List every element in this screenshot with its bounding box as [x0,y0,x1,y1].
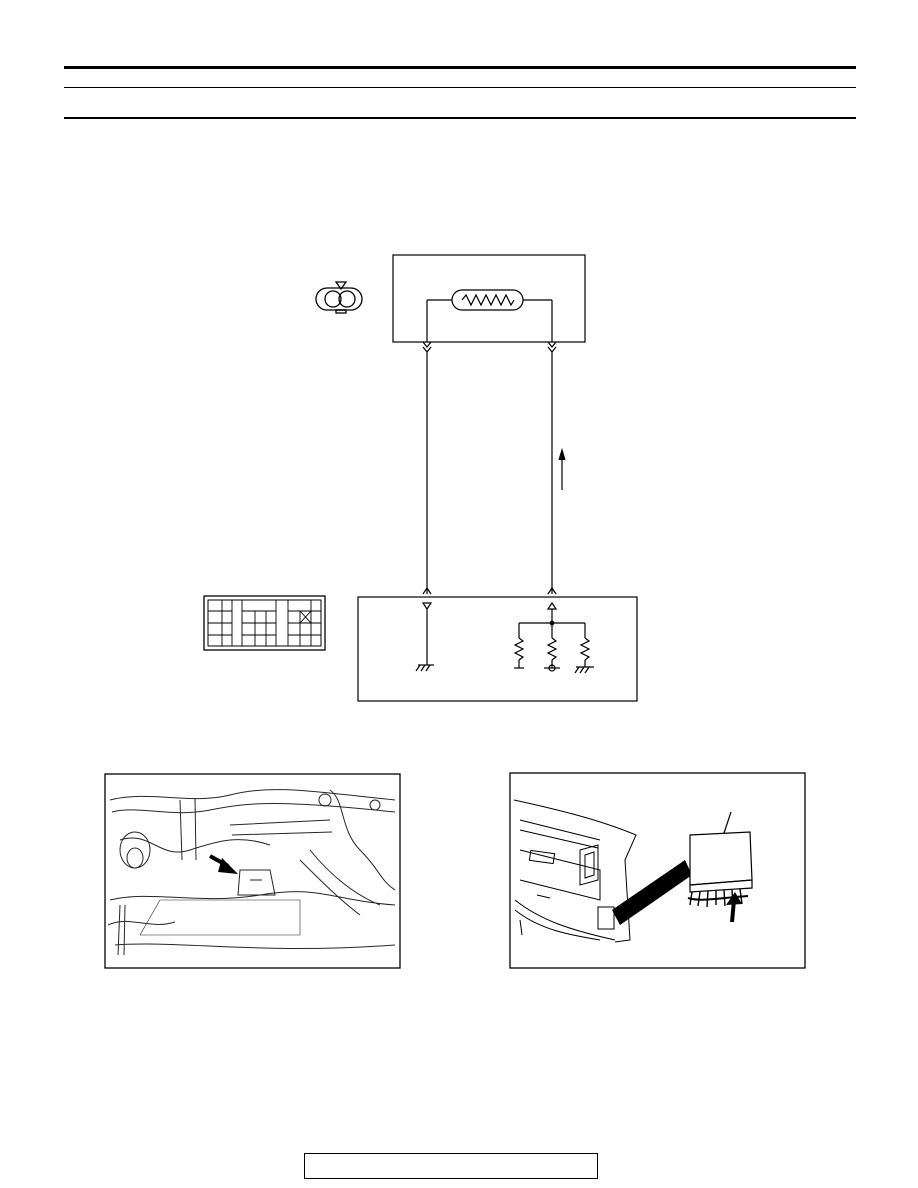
resistor-icon [513,637,525,661]
sensing-circuit [513,601,594,674]
footer-page-box [304,1153,598,1179]
ecu-under-dash-illustration [509,772,806,969]
ecu-box [357,596,638,702]
heating-resistor-icon [426,289,553,342]
engine-bay-illustration [104,773,401,969]
sensor-box [392,254,586,343]
multi-pin-connector-icon [203,595,326,651]
two-pin-connector-icon [315,281,363,314]
arrow-pointer-icon [209,854,238,874]
header-rule-middle [64,87,856,88]
ground-circuit [415,602,434,672]
resistor-icon [579,637,591,661]
arrow-up-icon [726,892,742,923]
header-rule-bottom [64,117,856,119]
arrow-up-icon [558,447,566,490]
resistor-icon [546,637,558,661]
header-rule-top [64,66,856,69]
sensor-terminal-marks [422,341,557,353]
